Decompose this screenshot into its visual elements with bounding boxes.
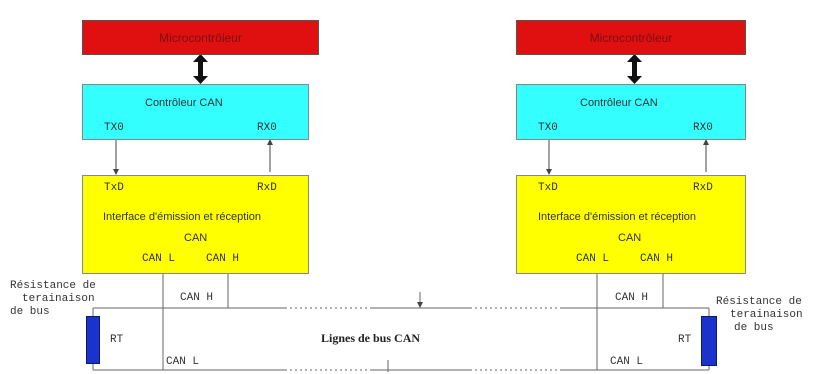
can-controller-box [516,84,746,140]
transceiver-label-line1: Interface d'émission et réception [538,211,697,223]
termination-label-line2: terainaison [730,309,803,321]
termination-resistor [701,316,717,366]
transceiver-box [516,175,746,274]
double-arrow-icon [627,54,642,84]
microcontroller-box: Microcontrôleur [516,20,746,55]
can-l-pin-label: CAN L [142,253,176,265]
microcontroller-box: Microcontrôleur [82,20,319,55]
microcontroller-label: Microcontrôleur [589,30,673,45]
transceiver-label-line2: CAN [618,232,642,244]
bus-can-h-label: CAN H [615,292,649,304]
transceiver-box [82,175,309,274]
bus-title: Lignes de bus CAN [321,331,421,345]
can-h-pin-label: CAN H [206,253,240,265]
bus-can-l-label: CAN L [610,356,644,368]
tx0-label: TX0 [104,122,124,134]
rt-label: RT [678,334,692,346]
can-h-pin-label: CAN H [640,253,674,265]
rx0-label: RX0 [257,122,277,134]
txd-label: TxD [538,182,558,194]
bus-can-h-label: CAN H [180,292,214,304]
rxd-label: RxD [257,182,277,194]
transceiver-label-line2: CAN [184,232,208,244]
txd-label: TxD [104,182,124,194]
tx0-label: TX0 [538,122,558,134]
double-arrow-icon [193,54,208,84]
termination-label-line1: Résistance de [716,296,802,308]
rt-label: RT [110,334,124,346]
can-controller-box [82,84,309,140]
termination-label-line3: de bus [10,306,50,318]
microcontroller-label: Microcontrôleur [159,30,242,45]
termination-label-line3: de bus [734,322,774,334]
can-controller-label: Contrôleur CAN [145,97,223,109]
transceiver-label-line1: Interface d'émission et réception [103,211,262,223]
termination-label-line2: terainaison [22,293,95,305]
termination-label-line1: Résistance de [10,280,96,292]
can-controller-label: Contrôleur CAN [580,97,658,109]
bus-can-l-label: CAN L [166,356,200,368]
rxd-label: RxD [693,182,713,194]
rx0-label: RX0 [693,122,713,134]
can-l-pin-label: CAN L [576,253,610,265]
termination-resistor [86,316,100,364]
